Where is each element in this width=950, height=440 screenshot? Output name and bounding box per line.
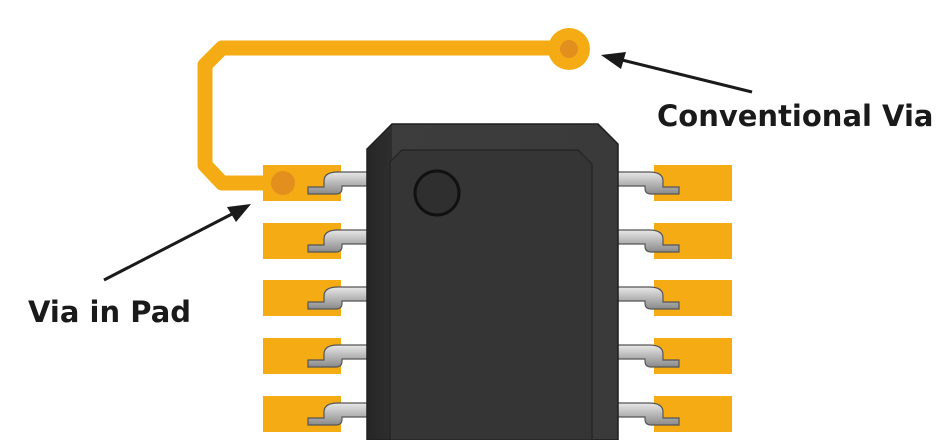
pin-right-1 bbox=[611, 171, 680, 195]
pad-right-5 bbox=[654, 396, 732, 432]
right-pins bbox=[611, 171, 680, 426]
label-via-in-pad: Via in Pad bbox=[28, 295, 191, 329]
pad-right-4 bbox=[654, 338, 732, 374]
pin-right-4 bbox=[611, 344, 680, 368]
pad-right-3 bbox=[654, 280, 732, 316]
via-in-pad bbox=[271, 171, 295, 195]
pin-right-5 bbox=[611, 402, 680, 426]
chip-left-bevel bbox=[367, 124, 392, 440]
pad-right-2 bbox=[654, 223, 732, 259]
pin-right-3 bbox=[611, 286, 680, 310]
arrow-conventional-via bbox=[601, 52, 753, 94]
label-conventional-via: Conventional Via bbox=[657, 99, 934, 133]
ic-chip bbox=[366, 123, 619, 440]
pad-right-1 bbox=[654, 165, 732, 201]
right-pads bbox=[654, 165, 732, 432]
arrow-via-in-pad bbox=[103, 204, 251, 282]
left-pins bbox=[307, 171, 376, 426]
chip-top-face bbox=[389, 149, 593, 440]
pin-left-2 bbox=[307, 229, 376, 253]
pin-left-3 bbox=[307, 286, 376, 310]
pin-left-1 bbox=[307, 171, 376, 195]
pin-left-4 bbox=[307, 344, 376, 368]
conventional-via-hole bbox=[560, 40, 578, 58]
copper-trace bbox=[197, 40, 576, 191]
pin-right-2 bbox=[611, 229, 680, 253]
pin-left-5 bbox=[307, 402, 376, 426]
pin-one-dot-icon bbox=[413, 169, 461, 217]
